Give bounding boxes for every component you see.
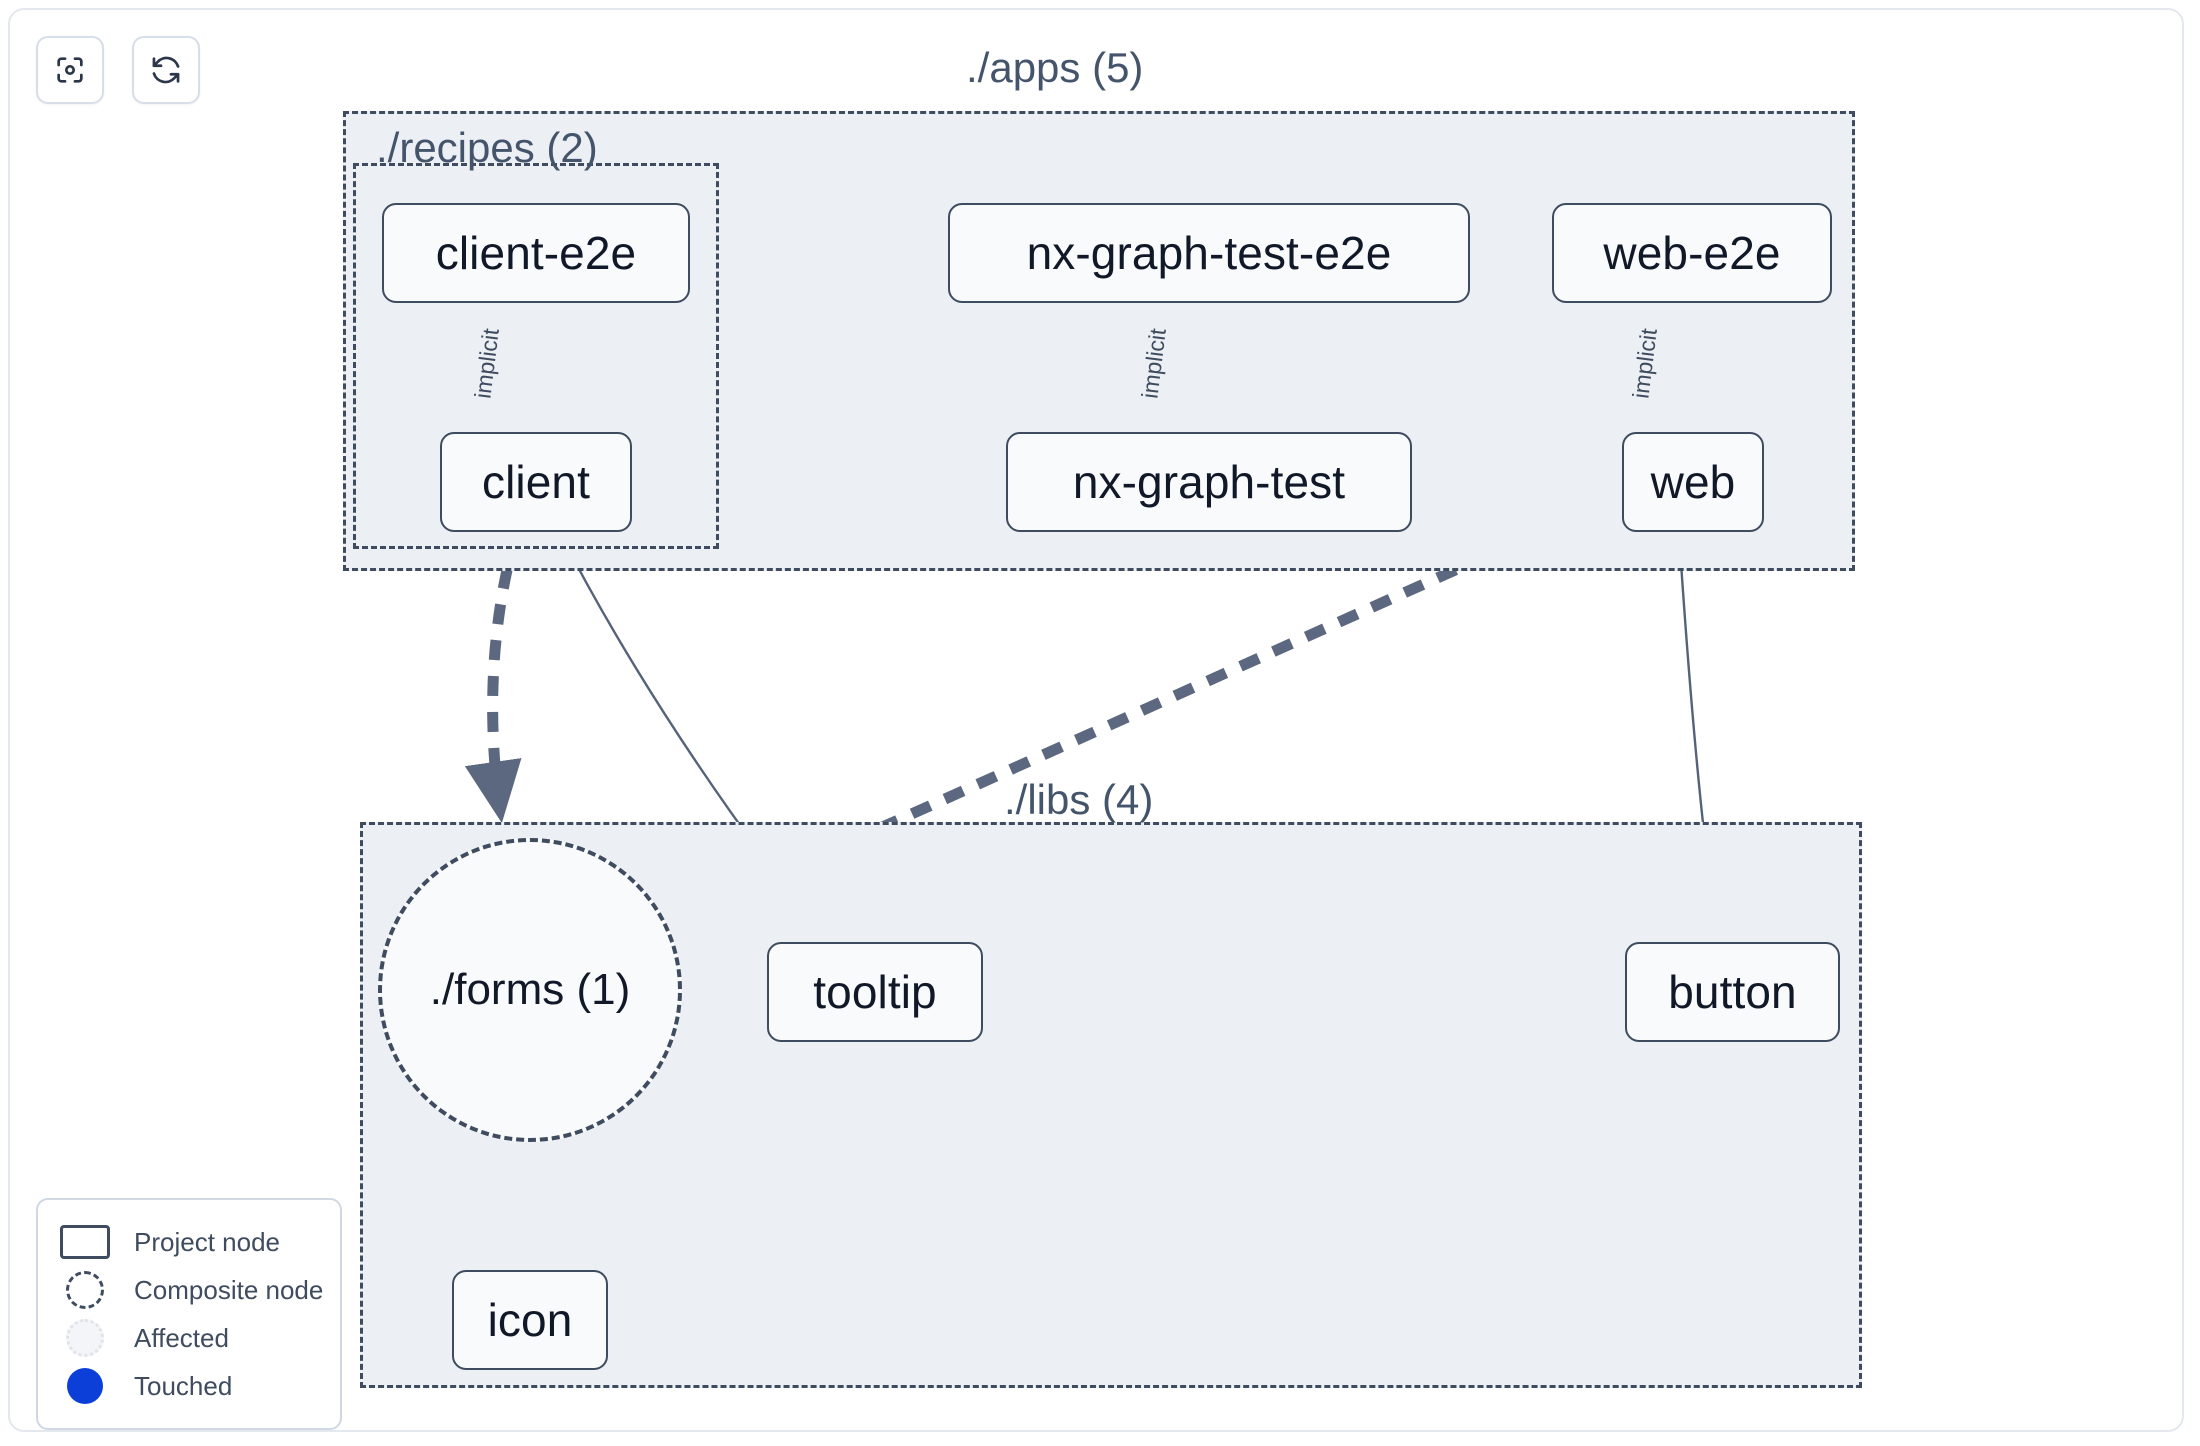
node-nx-graph-test[interactable]: nx-graph-test [1006, 432, 1412, 532]
node-icon[interactable]: icon [452, 1270, 608, 1370]
legend-label-project-node: Project node [134, 1226, 280, 1257]
legend-item-project-node: Project node [58, 1218, 320, 1266]
node-nx-graph-test-e2e[interactable]: nx-graph-test-e2e [948, 203, 1470, 303]
legend-item-touched: Touched [58, 1362, 320, 1410]
legend-label-affected: Affected [134, 1322, 229, 1353]
affected-swatch-icon [58, 1319, 112, 1357]
node-client-e2e[interactable]: client-e2e [382, 203, 690, 303]
node-forms-composite[interactable]: ./forms (1) [378, 838, 682, 1142]
node-tooltip[interactable]: tooltip [767, 942, 983, 1042]
group-label-libs: ./libs (4) [1004, 776, 1154, 823]
node-web-e2e[interactable]: web-e2e [1552, 203, 1832, 303]
composite-node-swatch-icon [58, 1271, 112, 1309]
group-label-recipes: ./recipes (2) [376, 124, 598, 171]
project-node-swatch-icon [58, 1225, 112, 1259]
legend-item-affected: Affected [58, 1314, 320, 1362]
node-web[interactable]: web [1622, 432, 1764, 532]
graph-legend: Project node Composite node Affected Tou… [36, 1198, 342, 1430]
focus-graph-button[interactable] [36, 36, 104, 104]
node-button[interactable]: button [1625, 942, 1840, 1042]
group-label-apps: ./apps (5) [966, 44, 1144, 91]
legend-item-composite-node: Composite node [58, 1266, 324, 1314]
focus-target-icon [53, 53, 87, 87]
node-client[interactable]: client [440, 432, 632, 532]
graph-toolbar [36, 36, 200, 104]
refresh-sync-icon [149, 53, 183, 87]
edge-client-to-forms[interactable] [464, 532, 522, 824]
legend-label-touched: Touched [134, 1370, 233, 1401]
legend-label-composite-node: Composite node [134, 1274, 324, 1305]
touched-swatch-icon [58, 1368, 112, 1404]
refresh-graph-button[interactable] [132, 36, 200, 104]
